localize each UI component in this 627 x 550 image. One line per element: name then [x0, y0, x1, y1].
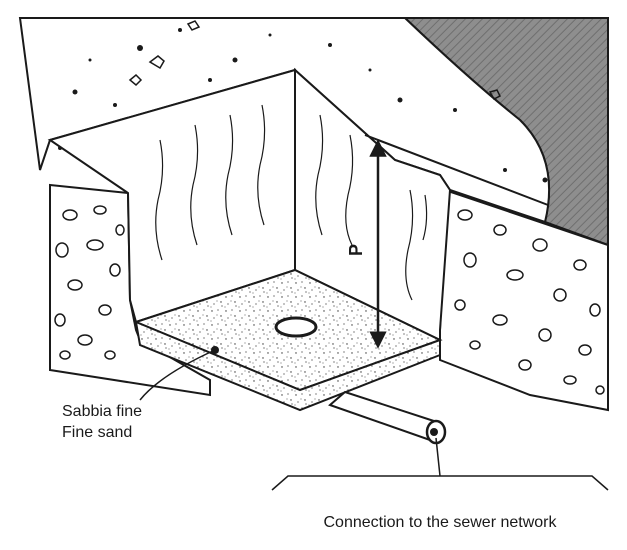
soil-left-gravel [54, 205, 125, 360]
surface-pebbles [58, 28, 548, 183]
drain-hole [274, 316, 318, 338]
sewer-bracket [271, 475, 609, 491]
sand-leader-line [139, 349, 216, 401]
surface-reference-line [364, 134, 549, 206]
pipe-leader-line [435, 437, 441, 477]
sand-label-english: Fine sand [62, 424, 132, 441]
fine-sand-edge [134, 320, 441, 412]
sand-label-italian: Sabbia fine [62, 403, 142, 420]
depth-label: P [346, 244, 366, 256]
surface-stones [128, 20, 502, 100]
wall-texture [155, 104, 428, 301]
soil-right-gravel [454, 209, 605, 395]
sewer-connection-label: Connection to the sewer network [323, 514, 557, 531]
sewer-pipe [328, 390, 447, 445]
